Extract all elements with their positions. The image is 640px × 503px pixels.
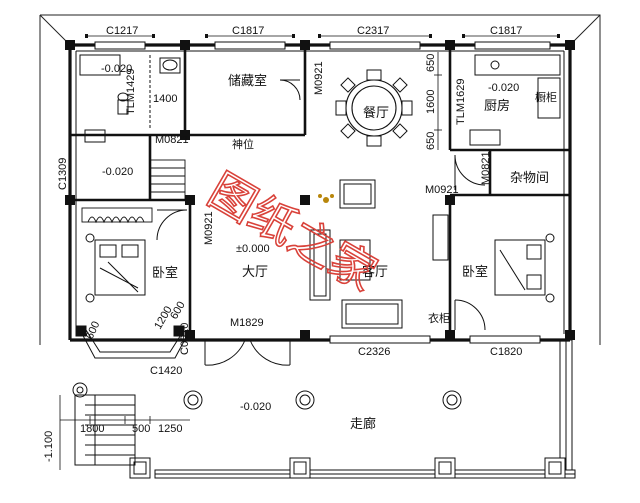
- railing-posts: [129, 457, 566, 479]
- window-label-c2317: C2317: [357, 25, 389, 37]
- bay-dim-600-b: 600: [168, 300, 188, 322]
- porch-dim-line: [59, 395, 190, 470]
- level-kitchen: -0.020: [488, 82, 519, 94]
- room-label-dining: 餐厅: [363, 105, 389, 121]
- dining-dim-line: [434, 52, 442, 150]
- structural-columns: [65, 40, 575, 340]
- utility-door-swing: [454, 154, 486, 190]
- dimension-650-bottom: 650: [425, 132, 437, 150]
- door-label-m0921-hall: M0921: [203, 211, 215, 245]
- dimension-1600: 1600: [425, 90, 437, 114]
- porch-railing: [154, 339, 576, 479]
- window-label-c1820: C1820: [490, 346, 522, 358]
- front-steps: [74, 394, 136, 466]
- top-windows: [94, 41, 551, 344]
- plant-icon: [318, 194, 334, 203]
- door-label-m0821-kitchen: M0821: [480, 151, 492, 185]
- storage-door-swing: [279, 79, 301, 101]
- interior-walls: [70, 45, 570, 340]
- roof-outline: [39, 14, 601, 345]
- level-hall: ±0.000: [236, 243, 270, 255]
- window-label-c1217: C1217: [106, 25, 138, 37]
- door-label-m0921-utility: M0921: [425, 184, 459, 196]
- window-label-c2326: C2326: [358, 346, 390, 358]
- room-label-bedroom-left: 卧室: [152, 265, 178, 281]
- room-label-kitchen: 厨房: [484, 98, 510, 114]
- back-stairs: [149, 159, 186, 201]
- door-label-m0821-bath: M0821: [155, 134, 189, 146]
- shrine-label: 神位: [232, 137, 254, 151]
- kitchen-cabinet-label: 橱柜: [535, 90, 557, 104]
- level-step: -1.100: [43, 431, 55, 462]
- dimension-1400: 1400: [153, 93, 177, 105]
- exterior-walls-inner-line: [75, 50, 565, 334]
- window-label-c1420: C1420: [150, 365, 182, 377]
- level-bath: -0.020: [101, 63, 132, 75]
- bathroom-fixtures: [79, 54, 181, 143]
- door-label-m0921-dining: M0921: [313, 61, 325, 95]
- dimension-650-top: 650: [425, 54, 437, 72]
- dimension-1800: 1800: [80, 423, 104, 435]
- sofa-set: [309, 214, 449, 329]
- room-label-hall: 大厅: [242, 265, 268, 280]
- window-tick-marks: [85, 34, 560, 38]
- window-label-c1817-right: C1817: [490, 25, 522, 37]
- room-label-storage: 储藏室: [228, 73, 267, 89]
- bay-window: [75, 325, 191, 359]
- wardrobe-right-label: 衣柜: [428, 311, 450, 325]
- nightstand-lamp-right-1-icon: [545, 233, 555, 243]
- level-back: -0.020: [102, 166, 133, 178]
- bedroom-right-door-swing: [454, 299, 486, 331]
- porch-columns: [72, 382, 462, 410]
- wardrobe-left: [81, 207, 153, 224]
- window-label-tlm1429: TLM1429: [125, 69, 137, 115]
- main-door-swing: [204, 339, 291, 366]
- window-label-tlm1629: TLM1629: [455, 79, 467, 125]
- kitchen-counter: [469, 54, 561, 146]
- bed-right: [494, 239, 546, 296]
- room-label-living: 客厅: [362, 264, 388, 280]
- tv-cabinet: [339, 179, 376, 209]
- room-label-bedroom-right: 卧室: [462, 264, 488, 280]
- room-label-corridor: 走廊: [350, 416, 376, 432]
- window-label-c1309: C1309: [57, 158, 69, 190]
- bay-dim-600-a: 600: [84, 320, 103, 342]
- dimension-1250: 1250: [158, 423, 182, 435]
- room-label-utility: 杂物间: [510, 171, 549, 186]
- nightstand-lamp-right-2-icon: [545, 293, 555, 303]
- window-label-c1817-top: C1817: [232, 25, 264, 37]
- nightstand-lamp-left-2-icon: [85, 293, 95, 303]
- level-porch: -0.020: [240, 401, 271, 413]
- dining-chairs: [335, 69, 413, 147]
- door-label-m1829: M1829: [230, 317, 264, 329]
- bed-left: [94, 239, 146, 296]
- nightstand-lamp-left-1-icon: [85, 233, 95, 243]
- bedroom-left-door-swing: [156, 209, 188, 241]
- dimension-500: 500: [132, 423, 150, 435]
